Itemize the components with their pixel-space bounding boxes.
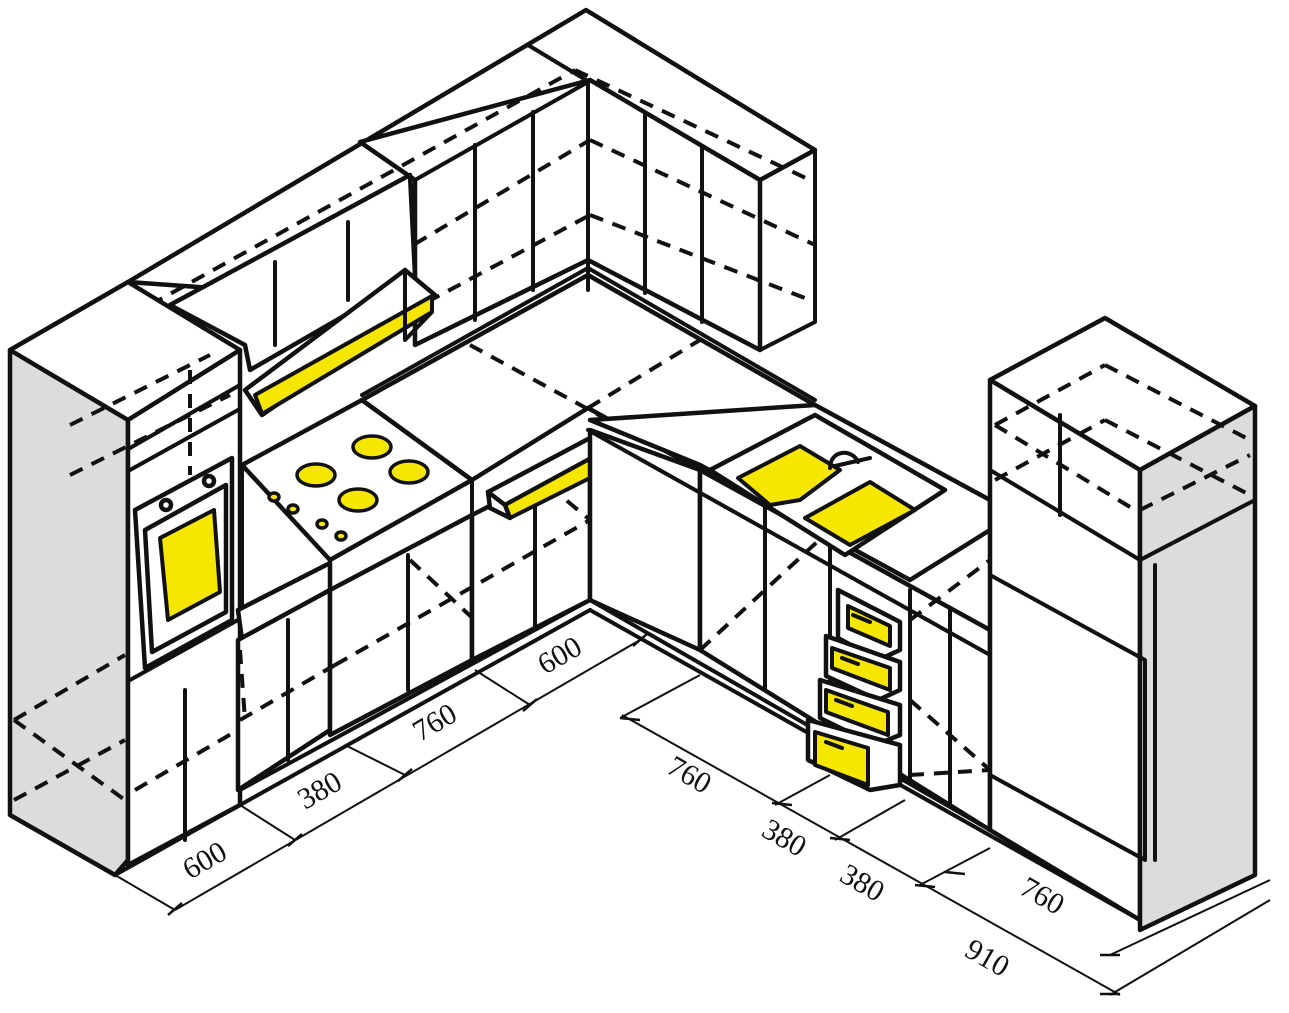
dimension-lines xyxy=(114,633,1271,996)
dim-label-right-4: 760 xyxy=(1015,870,1070,921)
dim-label-right-5: 910 xyxy=(960,932,1015,983)
oven-window-icon xyxy=(158,508,222,622)
dim-label-right-1: 760 xyxy=(662,749,717,800)
oven-tower xyxy=(7,279,243,878)
range-hood xyxy=(242,267,438,418)
dim-label-left-1: 600 xyxy=(177,835,232,886)
dim-label-right-2: 380 xyxy=(757,812,812,863)
drawer-stack xyxy=(805,587,903,793)
upper-wall-cabinets xyxy=(125,7,818,373)
refrigerator xyxy=(987,315,1258,933)
dim-label-right-3: 380 xyxy=(835,857,890,908)
dim-label-left-3: 760 xyxy=(407,697,462,748)
sink-basin-right xyxy=(803,480,917,547)
sink-basin-left xyxy=(736,444,842,507)
